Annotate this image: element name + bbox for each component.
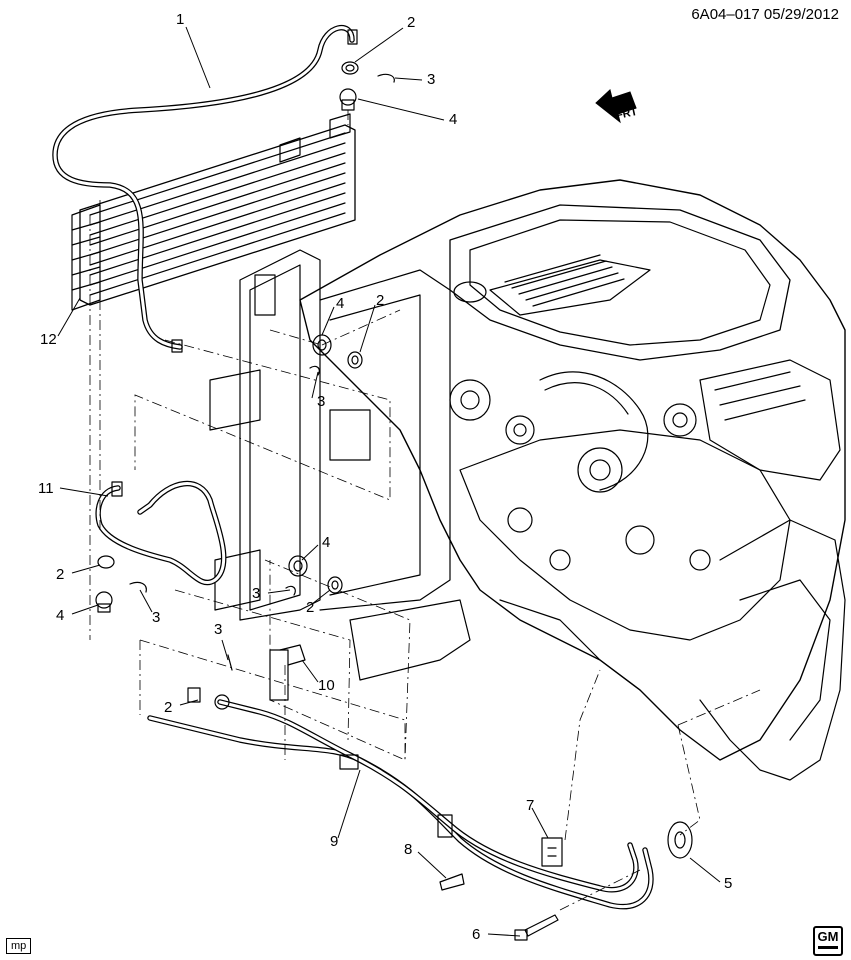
radiator-support: [209, 249, 471, 681]
callout-2: 2: [376, 292, 385, 309]
callout-12: 12: [40, 331, 57, 348]
cooler-line-11: [95, 481, 227, 586]
callout-2: 2: [56, 566, 65, 583]
front-direction-arrow-icon: [595, 89, 637, 124]
callout-4: 4: [322, 534, 331, 551]
diagram-reference: 6A04–017 05/29/2012: [691, 6, 839, 23]
callout-8: 8: [404, 841, 413, 858]
gm-logo-bar: [818, 946, 838, 949]
callout-4: 4: [56, 607, 65, 624]
cooler-line-1: [52, 24, 358, 353]
callout-11: 11: [38, 480, 54, 497]
phantom-lines: [89, 110, 761, 911]
leader-lines: [57, 26, 721, 937]
callout-3: 3: [214, 621, 223, 638]
callout-2: 2: [306, 599, 315, 616]
callout-7: 7: [526, 797, 535, 814]
callout-1: 1: [176, 11, 185, 28]
callout-3: 3: [427, 71, 436, 88]
callout-6: 6: [472, 926, 481, 943]
callout-3: 3: [317, 393, 326, 410]
oil-cooler-core: [71, 113, 356, 311]
callout-2: 2: [407, 14, 416, 31]
callout-3: 3: [252, 585, 261, 602]
callout-10: 10: [318, 677, 335, 694]
callout-4: 4: [336, 295, 345, 312]
gm-logo: GM: [813, 926, 843, 956]
callout-4: 4: [449, 111, 458, 128]
cooler-line-9: [147, 699, 654, 910]
callout-2: 2: [164, 699, 173, 716]
callout-9: 9: [330, 833, 339, 850]
gm-logo-text: GM: [817, 929, 839, 944]
footer-code: mp: [6, 938, 32, 954]
callout-5: 5: [724, 875, 733, 892]
callout-3: 3: [152, 609, 161, 626]
engine-assembly: [299, 179, 846, 781]
fittings: [95, 61, 693, 941]
